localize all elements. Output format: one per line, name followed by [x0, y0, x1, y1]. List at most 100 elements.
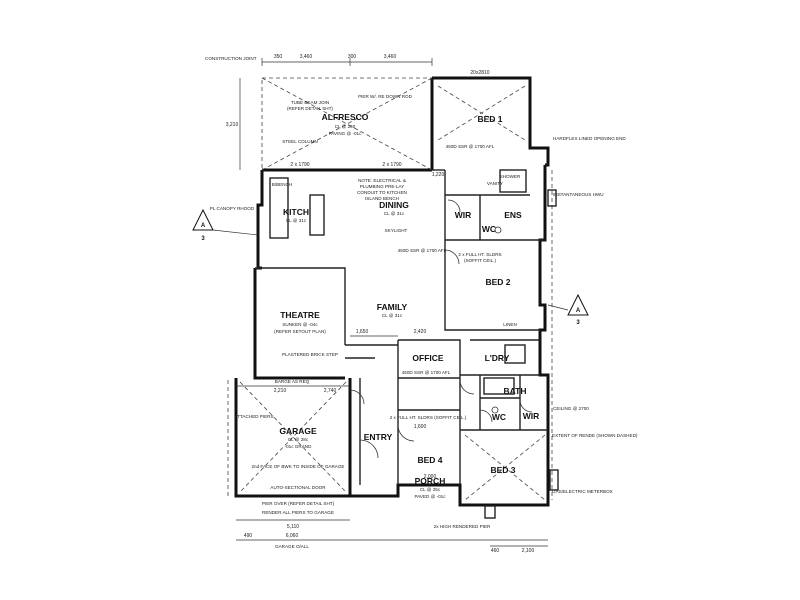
note-fl-hi: 2x HIGH RENDERED PIER	[434, 524, 491, 529]
note-garage-wall: GARAGE O/ALL	[275, 544, 309, 549]
dim-win-2: 2 x 1790	[290, 162, 309, 168]
note-render-piers: RENDER ALL PIERS TO GARAGE	[262, 510, 334, 515]
dashed-lines	[227, 77, 553, 501]
room-theatre: THEATRE	[280, 310, 320, 320]
room-bed3: BED 3	[490, 465, 515, 475]
note-hws: INSTANTANEOUS HWU	[553, 192, 604, 197]
room-family: FAMILY	[377, 302, 408, 312]
dim-office-w: 1,600	[414, 424, 427, 430]
note-canopy: PL CANOPY RHOOD	[210, 206, 255, 211]
room-porch: PORCH	[415, 476, 446, 486]
dim-garage-w: 2,210	[274, 388, 287, 394]
note-plastered: PLASTERED BRICK STEP	[282, 352, 338, 357]
annotation-notes: CONSTRUCTION JOINT TUBE BEAM JOIN PIER W…	[205, 56, 638, 549]
note-face-brick: 2nd FACE OF BWK TO INSIDE OF GARAGE	[251, 464, 344, 469]
note-ceiling: CEILING @ 2700	[553, 406, 589, 411]
dim-top-4: 3,460	[384, 54, 397, 60]
note-plumb-1: NOTE: ELECTRICAL &	[358, 178, 406, 183]
note-bed4-sliders: 2 x FULL HT. SLDRS (SOFFIT CEIL.)	[390, 415, 467, 420]
note-constr-joint: CONSTRUCTION JOINT	[205, 56, 257, 61]
note-skylight: SKYLIGHT	[385, 228, 408, 233]
dim-top-1: 350	[274, 54, 283, 60]
dim-left-1: 3,210	[226, 122, 239, 128]
dim-bot-2: 6,060	[286, 533, 299, 539]
note-office-door: 450D SSR @ 1700 AFL	[402, 370, 451, 375]
door-swings	[349, 199, 533, 459]
outer-walls	[234, 76, 550, 507]
note-pier-over: PIER OVER (REFER DETAIL SHT)	[262, 501, 335, 506]
section-mark-left-sheet: 3	[201, 236, 205, 242]
note-bulkhead: 2 x FULL HT. SLDRS	[458, 252, 501, 257]
dim-opening-2: 2,420	[414, 329, 427, 335]
dim-bot-left: 490	[244, 533, 253, 539]
room-office: OFFICE	[412, 353, 443, 363]
dimension-lines	[236, 58, 548, 547]
note-barge: BARGE AS REQ	[275, 379, 310, 384]
note-bench: B/BENCH	[272, 182, 292, 187]
room-alfresco: ALFRESCO	[322, 112, 369, 122]
note-steel-col: STEEL COLUMN	[282, 139, 318, 144]
section-marker-left: A 3	[192, 208, 259, 242]
alfresco-paving: PAVING @ -01c	[329, 131, 363, 136]
note-plumb-4: ISLAND BENCH	[365, 196, 399, 201]
room-laundry: L'DRY	[485, 353, 510, 363]
room-entry: ENTRY	[364, 432, 393, 442]
kitchen-level: CL @ 31c	[286, 218, 307, 223]
note-vanity: VANITY	[487, 181, 503, 186]
note-meter-box: GAS/ELECTRIC METERBOX	[552, 489, 613, 494]
note-plumb-3: CONDUIT TO KITCHEN	[357, 190, 407, 195]
room-kitchen: KITCH	[283, 207, 309, 217]
section-mark-right-sheet: 3	[576, 320, 580, 326]
note-render: EXTENT OF RENDE (SHOWN DASHED)	[552, 433, 638, 438]
fixtures	[483, 169, 559, 519]
porch-level: CL @ 25c	[420, 487, 441, 492]
dim-top-2: 3,460	[300, 54, 313, 60]
room-ens: ENS	[504, 210, 522, 220]
theatre-note-2: (REFER SETOUT PLAN)	[274, 329, 326, 334]
dim-garage-w2: 2,740	[324, 388, 337, 394]
porch-paved: PAVED @ -01c	[414, 494, 446, 499]
dim-top-3: 300	[348, 54, 357, 60]
room-bed4: BED 4	[417, 455, 442, 465]
dim-bot-1: 5,110	[287, 524, 299, 530]
dim-opening-1: 1,650	[356, 329, 369, 335]
note-bed1-door: 450D SSR @ 1700 AFL	[446, 144, 495, 149]
dim-win-3: 2 x 1790	[382, 162, 401, 168]
room-bed2: BED 2	[485, 277, 510, 287]
dimension-text: 350 3,460 300 3,460 3,210 1,220 1,650 2,…	[226, 54, 535, 554]
note-pier-detail: (REFER DETAIL SHT)	[287, 106, 333, 111]
theatre-note-1: SUNKEN @ -04c	[282, 322, 318, 327]
note-soffit: (SOFFIT CEIL.)	[464, 258, 497, 263]
note-plumb-2: PLUMBING PRE-LAY	[360, 184, 405, 189]
room-wir2: WIR	[523, 411, 540, 421]
room-labels: ALFRESCO CL @ 260 PAVING @ -01c BED 1 KI…	[274, 112, 539, 499]
dining-level: CL @ 31c	[384, 211, 405, 216]
room-garage: GARAGE	[279, 426, 317, 436]
dim-side-1: 1,220	[432, 172, 445, 178]
room-wc1: WC	[482, 224, 496, 234]
note-hardplug: HARDFLEX LINED OPENING END	[553, 136, 626, 141]
room-bath: BATH	[504, 386, 527, 396]
note-auto-door: AUTO-SECTIONAL DOOR	[270, 485, 326, 490]
room-wir1: WIR	[455, 210, 472, 220]
room-wc2: WC	[492, 412, 506, 422]
garage-grand: -01c GRAND	[285, 444, 312, 449]
note-dining-door: 450D SSR @ 1700 AFL	[398, 248, 447, 253]
note-linen: LINEN	[503, 322, 517, 327]
note-pier-rod: PIER W/. RE DOWN ROD	[358, 94, 413, 99]
dim-bot-3: 460	[491, 548, 500, 554]
family-level: CL @ 31c	[382, 313, 403, 318]
dim-porch-w: 2,000	[424, 474, 437, 480]
section-mark-left-letter: A	[201, 223, 206, 229]
section-marker-right: A 3	[547, 293, 589, 326]
note-shower: SHOWER	[500, 174, 521, 179]
dim-win-1: 20x2810	[470, 70, 489, 76]
note-attached-piers: ATTACHED PIERS	[234, 414, 273, 419]
alfresco-level: CL @ 260	[335, 124, 356, 129]
dim-bot-4: 2,100	[522, 548, 535, 554]
room-dining: DINING	[379, 200, 409, 210]
garage-level: CL @ 28c	[288, 437, 309, 442]
note-tube-beam: TUBE BEAM JOIN	[291, 100, 329, 105]
section-mark-right-letter: A	[576, 308, 581, 314]
